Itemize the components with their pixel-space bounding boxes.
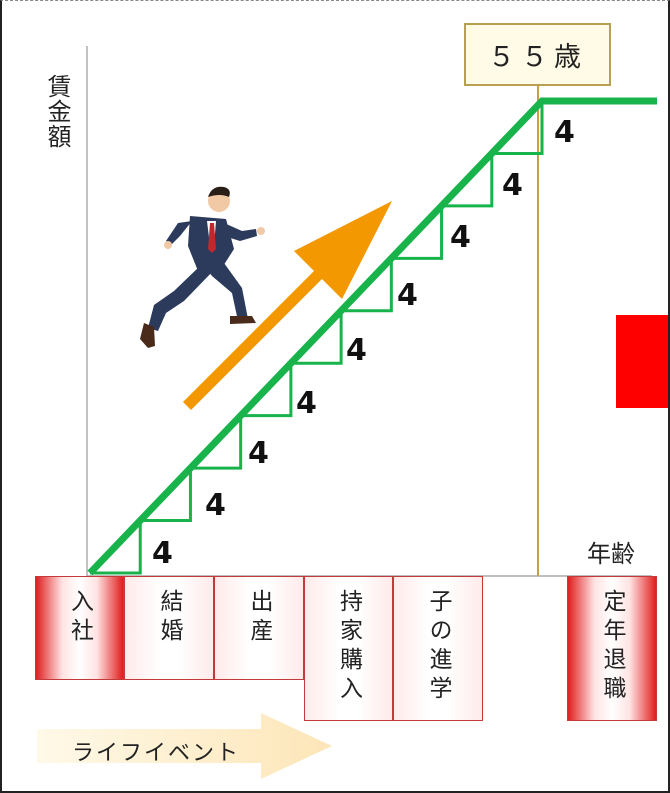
staircase-step (290, 310, 343, 365)
step-label: 4 (248, 436, 269, 471)
wage-staircase (87, 97, 657, 576)
event-label: 持家購入 (335, 589, 362, 705)
life-event-arrow-label: ライフイベント (72, 741, 241, 766)
staircase-step (140, 468, 192, 523)
staircase-step (90, 520, 142, 575)
event-retirement: 定年退職 (567, 576, 657, 721)
step-label: 4 (152, 536, 173, 571)
event-childbirth: 出産 (214, 576, 304, 680)
event-marriage: 結婚 (124, 576, 214, 680)
rising-arrow (183, 201, 392, 410)
event-joining-company: 入社 (35, 576, 124, 680)
step-label: 4 (296, 386, 317, 421)
event-label: 子の進学 (425, 589, 451, 705)
age-55-callout: ５５歳 (464, 23, 611, 86)
staircase-step (491, 101, 544, 155)
staircase-step (441, 153, 494, 208)
event-child-education: 子の進学 (393, 576, 483, 721)
running-businessman-figure (140, 186, 265, 348)
red-highlight-block (616, 315, 668, 408)
step-label: 4 (397, 278, 418, 313)
staircase-step (341, 258, 393, 313)
retirement-label: 定年退職 (599, 589, 625, 705)
staircase-step (240, 363, 293, 418)
step-label: 4 (554, 115, 575, 150)
staircase-step (190, 415, 243, 470)
event-label: 出産 (246, 589, 272, 647)
step-label: 4 (346, 333, 367, 368)
event-home-purchase: 持家購入 (304, 576, 393, 721)
age-55-text: ５５歳 (488, 42, 587, 73)
x-axis-label: 年齢 (587, 540, 635, 568)
event-label: 結婚 (156, 589, 182, 647)
life-event-arrow (37, 713, 332, 779)
step-label: 4 (205, 488, 226, 523)
staircase-step (391, 205, 444, 260)
step-label: 4 (502, 168, 523, 203)
event-label: 入社 (66, 589, 93, 647)
step-label: 4 (450, 220, 471, 255)
y-axis-label: 賃金額 (43, 74, 71, 149)
